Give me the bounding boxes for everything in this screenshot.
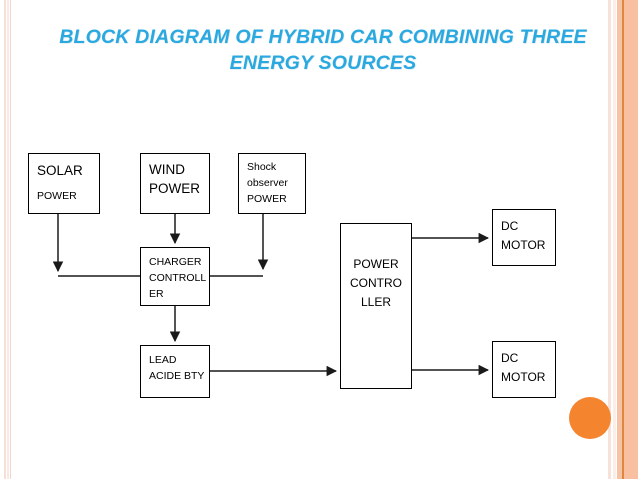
- block-dc-motor-bottom-line-2: MOTOR: [501, 370, 546, 384]
- left-edge-band-outer: [4, 0, 6, 479]
- block-dc-motor-top[interactable]: DC MOTOR: [492, 209, 556, 266]
- block-wind-power[interactable]: WIND POWER: [140, 153, 210, 214]
- block-dc-motor-top-line-1: DC: [501, 219, 519, 233]
- block-wind-line-1: WIND: [149, 162, 185, 177]
- block-wind-line-2: POWER: [149, 181, 201, 196]
- block-lead-acid-battery[interactable]: LEAD ACIDE BTY: [140, 345, 210, 398]
- page-title: BLOCK DIAGRAM OF HYBRID CAR COMBINING TH…: [59, 26, 587, 74]
- block-charger-controller[interactable]: CHARGER CONTROLL ER: [140, 247, 210, 306]
- block-battery-line-1: LEAD: [149, 354, 177, 366]
- block-shock-observer-power[interactable]: Shock observer POWER: [238, 153, 306, 214]
- block-battery-line-2: ACIDE BTY: [149, 370, 205, 382]
- block-dc-motor-top-line-2: MOTOR: [501, 238, 546, 252]
- orange-circle-decoration: [569, 397, 611, 439]
- block-power-controller-line-1: POWER: [353, 257, 399, 271]
- right-edge-band-1: [608, 0, 611, 479]
- block-dc-motor-bottom-line-1: DC: [501, 351, 519, 365]
- block-power-controller-line-3: LLER: [360, 295, 392, 309]
- block-charger-line-3: ER: [149, 288, 164, 300]
- left-edge-band-inner: [10, 0, 11, 479]
- block-shock-line-3: POWER: [247, 193, 287, 205]
- block-shock-line-2: observer: [247, 177, 288, 189]
- block-power-controller-line-2: CONTRO: [350, 276, 402, 290]
- block-power-controller[interactable]: POWER CONTRO LLER: [340, 223, 412, 389]
- right-edge-band-fill: [624, 0, 638, 479]
- right-edge-band-3: [617, 0, 622, 479]
- block-dc-motor-bottom[interactable]: DC MOTOR: [492, 341, 556, 398]
- block-solar-line-2: POWER: [37, 190, 77, 202]
- block-shock-line-1: Shock: [247, 161, 277, 173]
- block-charger-line-2: CONTROLL: [149, 272, 207, 284]
- block-solar-line-1: SOLAR: [37, 163, 83, 178]
- block-solar-power[interactable]: SOLAR POWER: [28, 153, 100, 214]
- right-edge-band-rule: [622, 0, 624, 479]
- right-edge-band-2: [613, 0, 616, 479]
- left-edge-band-mid: [7, 0, 9, 479]
- block-charger-line-1: CHARGER: [149, 256, 202, 268]
